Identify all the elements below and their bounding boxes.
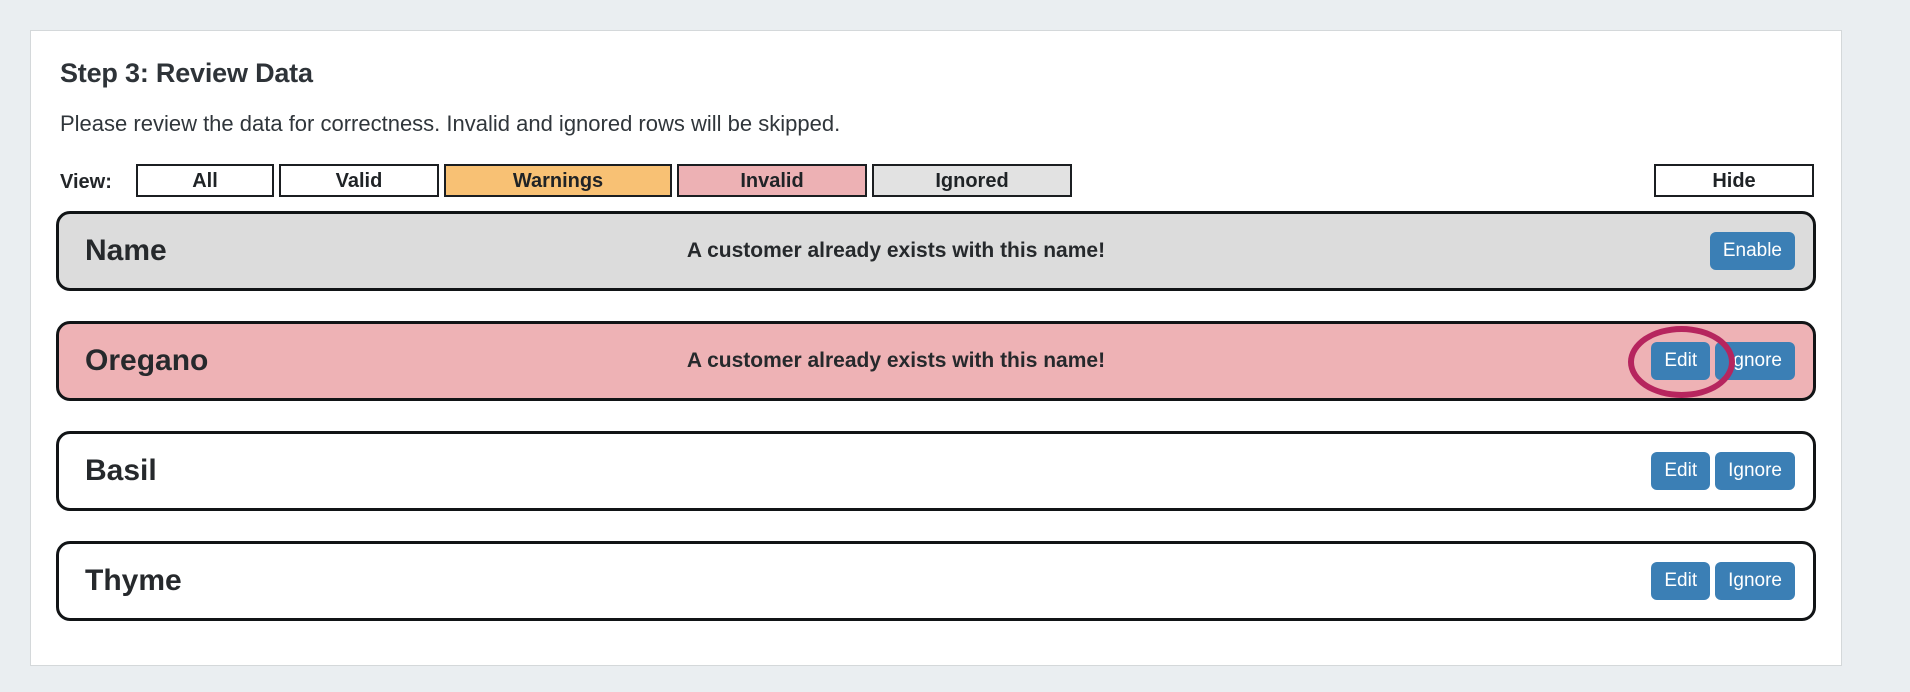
row-message: A customer already exists with this name… <box>686 349 1106 372</box>
edit-button[interactable]: Edit <box>1651 452 1711 490</box>
row-actions: Enable <box>1709 232 1795 270</box>
ignore-button[interactable]: Ignore <box>1715 452 1795 490</box>
filter-button-valid[interactable]: Valid <box>279 164 439 197</box>
table-row: Name A customer already exists with this … <box>56 211 1816 291</box>
filter-button-invalid[interactable]: Invalid <box>677 164 867 197</box>
page-subtitle: Please review the data for correctness. … <box>60 111 841 136</box>
view-filter-bar: View: All Valid Warnings Invalid Ignored… <box>60 164 1814 200</box>
row-name: Oregano <box>85 344 209 377</box>
hide-button[interactable]: Hide <box>1654 164 1814 197</box>
enable-button[interactable]: Enable <box>1709 232 1795 270</box>
ignore-button[interactable]: Ignore <box>1715 562 1795 600</box>
page-title: Step 3: Review Data <box>60 58 313 88</box>
row-name: Basil <box>85 454 157 487</box>
edit-button[interactable]: Edit <box>1651 562 1711 600</box>
data-row-list: Name A customer already exists with this … <box>56 211 1816 621</box>
view-label: View: <box>60 171 112 193</box>
review-data-card: Step 3: Review Data Please review the da… <box>30 30 1842 666</box>
row-name: Name <box>85 234 167 267</box>
edit-button[interactable]: Edit <box>1651 342 1711 380</box>
table-row: Oregano A customer already exists with th… <box>56 321 1816 401</box>
filter-button-all[interactable]: All <box>136 164 274 197</box>
row-name: Thyme <box>85 564 182 597</box>
row-message: A customer already exists with this name… <box>686 239 1106 262</box>
filter-button-warnings[interactable]: Warnings <box>444 164 672 197</box>
filter-button-ignored[interactable]: Ignored <box>872 164 1072 197</box>
ignore-button[interactable]: Ignore <box>1715 342 1795 380</box>
